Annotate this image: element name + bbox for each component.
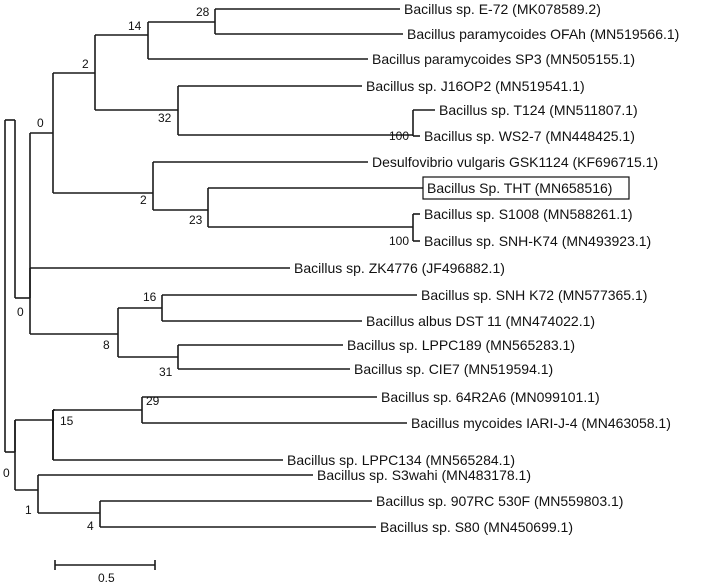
bootstrap-value: 23 (189, 213, 203, 227)
bootstrap-value: 100 (389, 234, 409, 248)
bootstrap-value: 100 (389, 129, 409, 143)
bootstrap-value: 2 (82, 57, 89, 71)
bootstrap-value: 29 (146, 394, 160, 408)
leaf-label: Bacillus albus DST 11 (MN474022.1) (366, 313, 595, 329)
scale-bar-label: 0.5 (98, 571, 115, 585)
leaf-label: Bacillus sp. 64R2A6 (MN099101.1) (381, 389, 600, 405)
bootstrap-value: 15 (60, 414, 74, 428)
leaf-label: Bacillus sp. J16OP2 (MN519541.1) (366, 78, 585, 94)
highlight-box (422, 176, 630, 200)
leaf-label: Bacillus sp. LPPC189 (MN565283.1) (347, 337, 575, 353)
leaf-label: Bacillus sp. CIE7 (MN519594.1) (354, 361, 553, 377)
bootstrap-value: 0 (37, 116, 44, 130)
bootstrap-value: 4 (87, 519, 94, 533)
bootstrap-values: 28 14 2 32 100 0 2 23 100 0 16 8 31 29 1… (3, 5, 409, 533)
leaf-label: Bacillus sp. S80 (MN450699.1) (380, 519, 573, 535)
leaf-label: Bacillus sp. SNH K72 (MN577365.1) (421, 287, 647, 303)
tree-branches (4, 8, 435, 528)
bootstrap-value: 0 (3, 466, 10, 480)
leaf-label: Bacillus sp. S1008 (MN588261.1) (424, 206, 633, 222)
bootstrap-value: 32 (158, 111, 172, 125)
bootstrap-value: 14 (128, 19, 142, 33)
bootstrap-value: 1 (25, 503, 32, 517)
leaf-label: Bacillus sp. LPPC134 (MN565284.1) (287, 452, 515, 468)
bootstrap-value: 28 (196, 5, 210, 19)
leaf-label-highlighted: Bacillus Sp. THT (MN658516) (427, 180, 612, 196)
leaf-labels: Bacillus sp. E-72 (MK078589.2) Bacillus … (287, 1, 679, 535)
leaf-label: Bacillus sp. SNH-K74 (MN493923.1) (424, 233, 651, 249)
leaf-label: Desulfovibrio vulgaris GSK1124 (KF696715… (372, 154, 658, 170)
leaf-label: Bacillus mycoides IARI-J-4 (MN463058.1) (411, 415, 671, 431)
leaf-label: Bacillus sp. WS2-7 (MN448425.1) (424, 128, 635, 144)
bootstrap-value: 0 (17, 305, 24, 319)
bootstrap-value: 8 (103, 338, 110, 352)
leaf-label: Bacillus paramycoides SP3 (MN505155.1) (372, 51, 635, 67)
leaf-label: Bacillus sp. E-72 (MK078589.2) (404, 1, 601, 17)
bootstrap-value: 16 (143, 290, 157, 304)
scale-bar: 0.5 (54, 560, 156, 585)
leaf-label: Bacillus sp. ZK4776 (JF496882.1) (294, 260, 505, 276)
leaf-label: Bacillus sp. 907RC 530F (MN559803.1) (376, 493, 623, 509)
bootstrap-value: 31 (159, 365, 173, 379)
leaf-label: Bacillus paramycoides OFAh (MN519566.1) (407, 26, 679, 42)
leaf-label: Bacillus sp. T124 (MN511807.1) (439, 102, 638, 118)
bootstrap-value: 2 (140, 193, 147, 207)
leaf-label: Bacillus sp. S3wahi (MN483178.1) (317, 467, 531, 483)
